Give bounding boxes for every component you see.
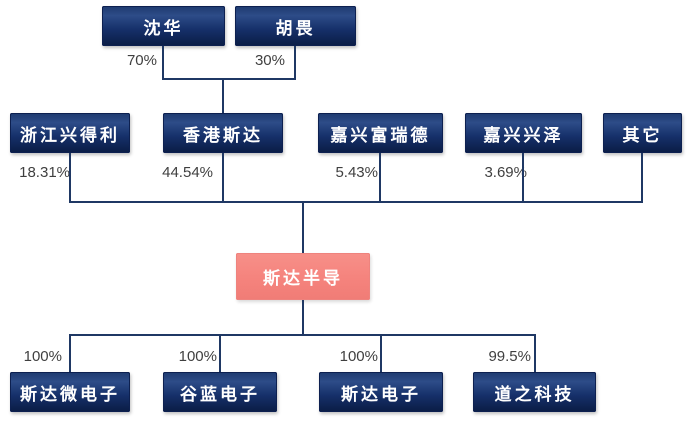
- node-gulan-electronics: 谷蓝电子: [163, 372, 277, 412]
- node-sida-electronics: 斯达电子: [319, 372, 443, 412]
- node-sida-semiconductor: 斯达半导: [236, 253, 370, 300]
- connector-line: [219, 336, 221, 372]
- node-huwei: 胡畏: [235, 6, 356, 46]
- connector-line: [379, 153, 381, 203]
- connector-line: [294, 46, 296, 79]
- node-zhejiang-xingdeli: 浙江兴得利: [10, 113, 130, 153]
- pct-huwei: 30%: [254, 52, 285, 69]
- node-jiaxing-xingze: 嘉兴兴泽: [465, 113, 582, 153]
- node-jiaxing-furuide: 嘉兴富瑞德: [318, 113, 443, 153]
- node-sida-micro: 斯达微电子: [10, 372, 130, 412]
- pct-hongkong-sida: 44.54%: [162, 164, 213, 181]
- connector-line: [641, 153, 643, 203]
- node-shenhua: 沈华: [102, 6, 225, 46]
- node-other: 其它: [603, 113, 682, 153]
- pct-shenhua: 70%: [126, 52, 157, 69]
- connector-line: [522, 153, 524, 203]
- connector-line: [69, 334, 536, 336]
- node-hongkong-sida: 香港斯达: [163, 113, 283, 153]
- connector-line: [222, 153, 224, 203]
- connector-line: [162, 46, 164, 79]
- pct-gulan-electronics: 100%: [178, 348, 217, 365]
- pct-sida-electronics: 100%: [339, 348, 378, 365]
- connector-line: [302, 300, 304, 336]
- pct-sida-micro: 100%: [23, 348, 62, 365]
- connector-line: [534, 336, 536, 372]
- connector-line: [162, 78, 296, 80]
- pct-jiaxing-xingze: 3.69%: [484, 164, 527, 181]
- connector-line: [69, 153, 71, 203]
- connector-line: [69, 201, 643, 203]
- connector-line: [380, 336, 382, 372]
- node-daozhi-tech: 道之科技: [473, 372, 596, 412]
- pct-zhejiang-xingdeli: 18.31%: [19, 164, 70, 181]
- pct-jiaxing-furuide: 5.43%: [335, 164, 378, 181]
- connector-line: [302, 203, 304, 253]
- pct-daozhi-tech: 99.5%: [488, 348, 531, 365]
- connector-line: [222, 79, 224, 113]
- connector-line: [69, 336, 71, 372]
